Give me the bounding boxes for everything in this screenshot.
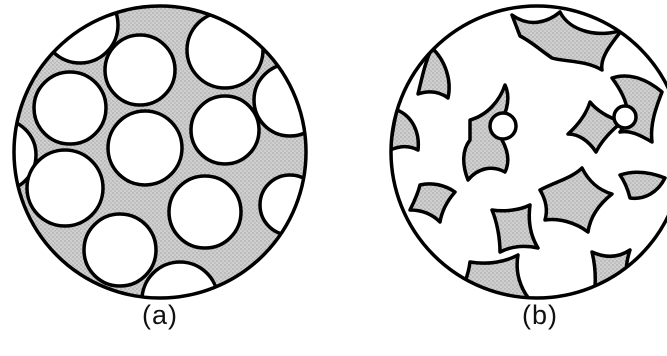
particle xyxy=(0,255,70,325)
particle xyxy=(169,176,241,248)
particle xyxy=(34,72,106,144)
panel-a xyxy=(0,0,326,338)
particle xyxy=(27,150,103,226)
panel-b-label: (b) xyxy=(500,300,580,331)
matrix-pocket xyxy=(592,250,630,298)
particle xyxy=(490,113,516,139)
particle xyxy=(191,96,259,164)
particle xyxy=(84,214,156,286)
matrix-pocket xyxy=(492,205,538,252)
particle xyxy=(108,111,182,185)
panel-a-label: (a) xyxy=(120,300,200,331)
particle xyxy=(254,64,326,136)
panel-b xyxy=(390,6,667,300)
particle xyxy=(260,175,320,235)
particle xyxy=(105,35,175,105)
particle xyxy=(187,12,263,88)
particle xyxy=(614,106,636,128)
